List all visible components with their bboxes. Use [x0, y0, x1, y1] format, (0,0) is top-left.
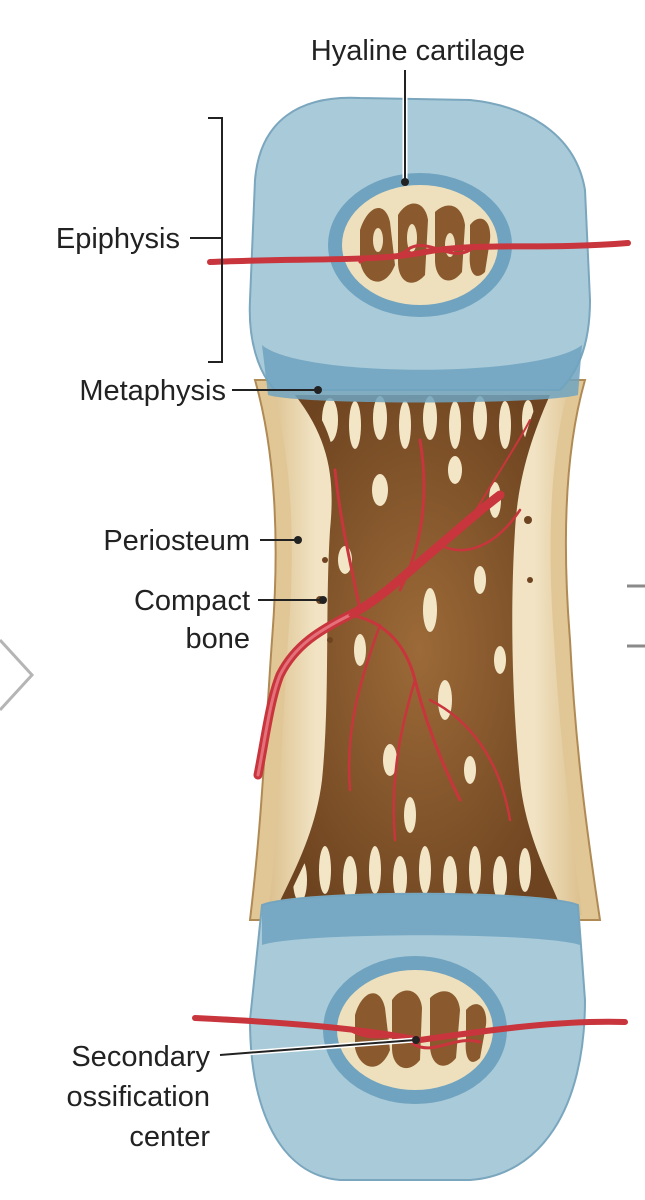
label-compact-bone-line2: bone [185, 623, 250, 655]
label-periosteum: Periosteum [103, 525, 250, 557]
label-epiphysis: Epiphysis [56, 223, 180, 255]
leader-lines [190, 70, 420, 1058]
label-secondary-line3: center [129, 1121, 210, 1153]
trabecular-spaces [293, 396, 534, 902]
label-metaphysis: Metaphysis [79, 375, 226, 407]
top-epiphysis [248, 96, 592, 403]
label-secondary-line2: ossification [67, 1081, 210, 1113]
chevron-right-icon[interactable] [0, 638, 35, 712]
label-compact-bone-line1: Compact [134, 585, 250, 617]
label-secondary-line1: Secondary [71, 1041, 210, 1073]
label-hyaline-cartilage: Hyaline cartilage [311, 35, 525, 67]
epiphysis-bracket [208, 117, 223, 363]
